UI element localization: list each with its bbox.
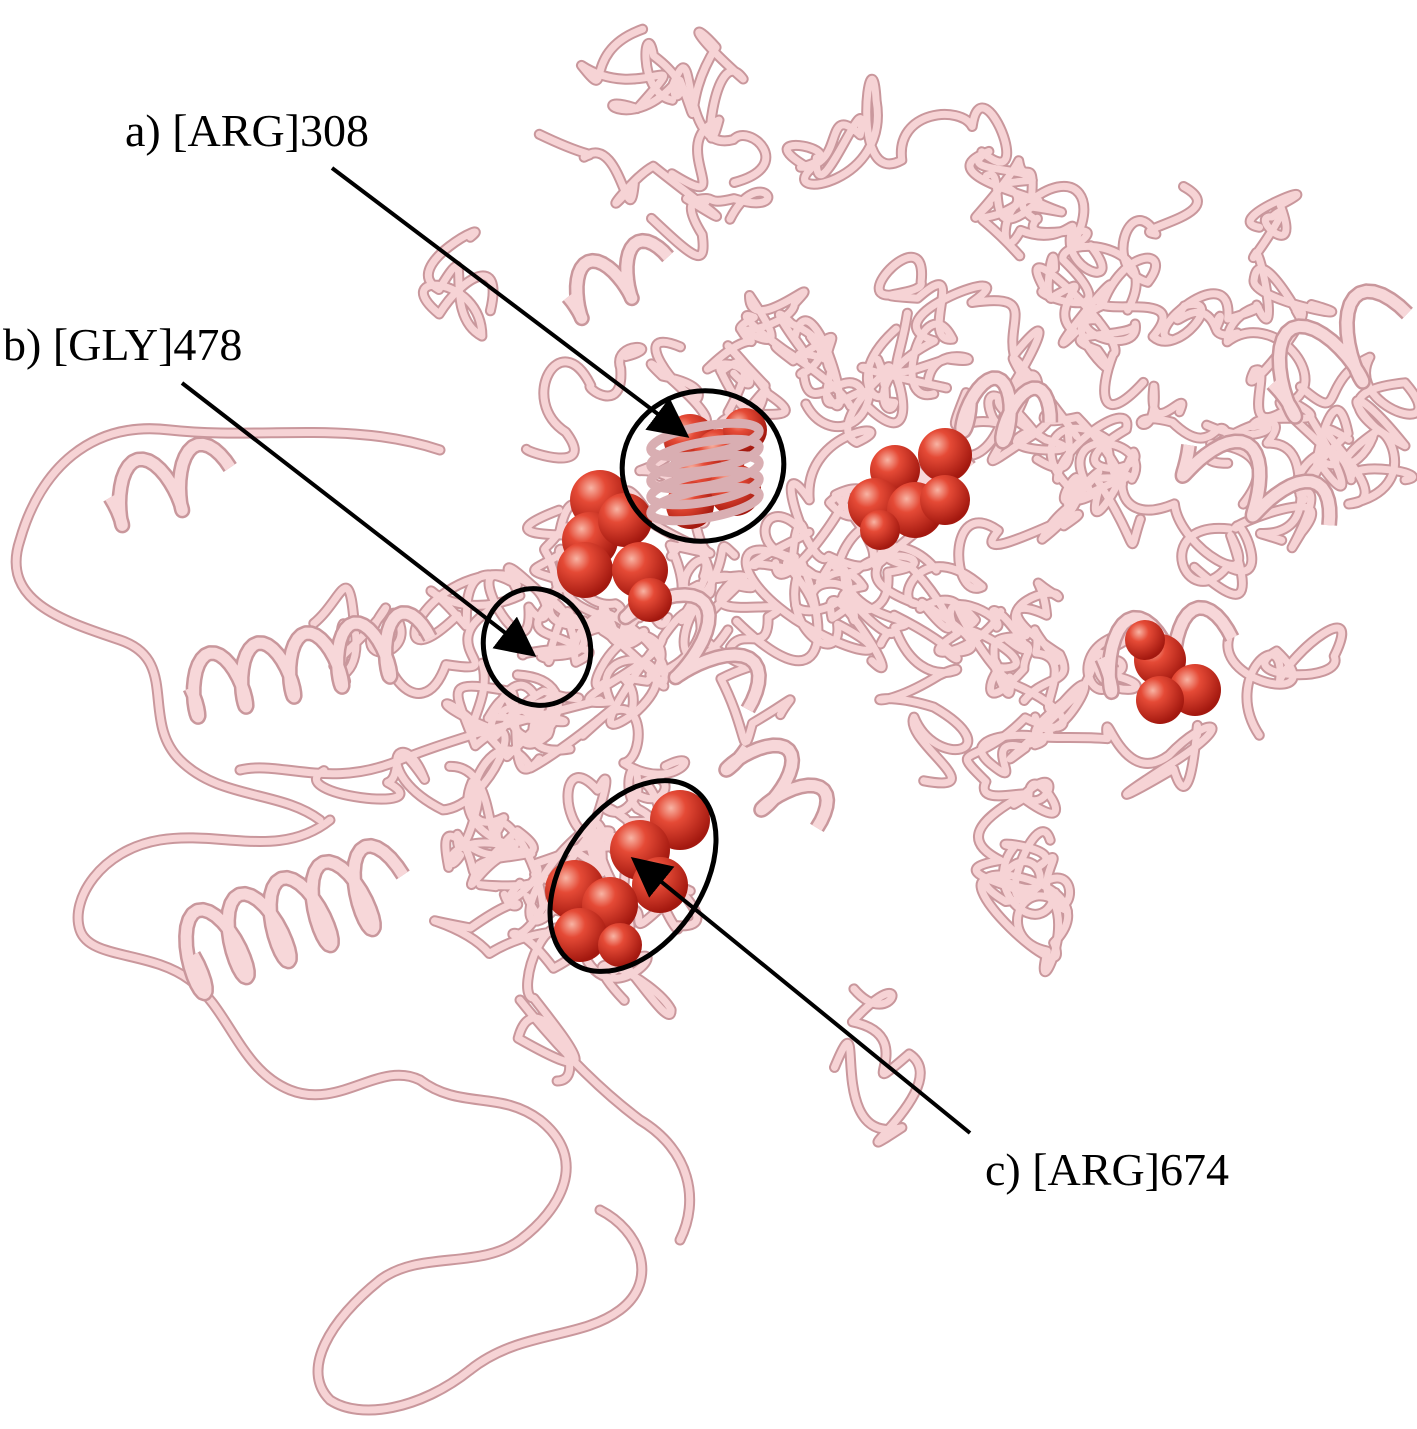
alpha-helix (178, 837, 410, 1002)
atom-sphere (598, 493, 652, 547)
ribbon-segment (1224, 624, 1346, 739)
highlight-ellipse-c (547, 778, 719, 974)
highlight-ellipse-b (480, 586, 594, 708)
atom-sphere (553, 908, 607, 962)
ribbon-segment (446, 704, 689, 837)
atom-sphere (1125, 620, 1165, 660)
helix-turn (646, 482, 764, 526)
ribbon-segment (12, 425, 444, 824)
helix-turn (646, 466, 764, 510)
ribbon-segment (312, 1074, 572, 1416)
ribbon-segment (1031, 681, 1216, 798)
ribbon-segment (783, 76, 1011, 188)
alpha-helix (182, 605, 438, 725)
alpha-helix (103, 436, 237, 534)
ribbon-segment (535, 130, 721, 220)
ribbon-segment (314, 1076, 570, 1414)
alpha-helix (1174, 433, 1338, 526)
atom-cluster (848, 428, 972, 550)
annotation-label-b: b) [GLY]478 (3, 319, 243, 370)
atom-sphere (860, 510, 900, 550)
ribbon-segment (236, 696, 604, 778)
alpha-helix (718, 737, 836, 833)
ribbon-segment (411, 564, 588, 644)
ribbon-segment (772, 310, 866, 410)
ribbon-segment (978, 626, 1078, 777)
ribbon-segment (772, 363, 907, 578)
ribbon-segment (916, 596, 1067, 808)
ribbon-segment (642, 28, 747, 191)
atom-cluster (1125, 620, 1221, 724)
annotation-label-a: a) [ARG]308 (125, 105, 369, 156)
alpha-helix (617, 585, 767, 714)
ribbon-segment (1053, 414, 1139, 516)
arrow-c (630, 856, 972, 1135)
atom-sphere (557, 542, 613, 598)
ribbon-segment (1178, 448, 1417, 585)
alpha-helix (561, 232, 674, 327)
highlight-ellipse-a (619, 388, 787, 544)
ribbon-segment (715, 342, 789, 450)
helix-over-arg308 (646, 418, 764, 526)
atom-sphere (598, 923, 642, 967)
ribbon-segment (516, 996, 694, 1244)
atom-sphere (1136, 676, 1184, 724)
ribbon-segment (703, 288, 834, 388)
ribbon-segment (990, 579, 1068, 704)
ribbon-segment (831, 985, 924, 1146)
protein-backbone-ribbon-outline (10, 23, 1417, 1416)
alpha-helix (953, 370, 1059, 450)
ribbon-segment (1203, 265, 1336, 438)
atom-cluster (557, 470, 672, 622)
ribbon-segment (999, 828, 1073, 976)
atom-sphere (920, 475, 970, 525)
ribbon-segment (466, 1206, 646, 1374)
ribbon-segment (733, 546, 875, 665)
ribbon-segment (476, 829, 649, 891)
arrow-b (180, 381, 537, 657)
protein-helices (103, 232, 1413, 1002)
annotation-label-c: c) [ARG]674 (985, 1144, 1229, 1195)
atom-sphere (628, 578, 672, 622)
ribbon-segment (592, 601, 665, 712)
arrow-a (330, 166, 690, 438)
ribbon-segment (1076, 183, 1201, 372)
ribbon-segment (802, 309, 972, 431)
ribbon-segment (514, 923, 675, 1085)
ribbon-segment (310, 584, 499, 697)
ribbon-segment (443, 659, 583, 761)
ribbon-segment (935, 601, 1033, 697)
ribbon-segment (419, 228, 497, 340)
ribbon-segment (464, 1204, 648, 1376)
ribbon-segment (972, 157, 1091, 253)
ribbon-segment (522, 344, 646, 462)
protein-backbone-ribbon (12, 25, 1417, 1414)
ribbon-segment (442, 778, 537, 889)
ribbon-segment (872, 510, 1083, 608)
ribbon-segment (1044, 253, 1241, 347)
ribbon-segment (578, 25, 770, 186)
ribbon-segment (1160, 290, 1346, 490)
ribbon-segment (74, 816, 424, 1099)
alpha-helix (1266, 283, 1413, 425)
atom-sphere (918, 428, 972, 482)
